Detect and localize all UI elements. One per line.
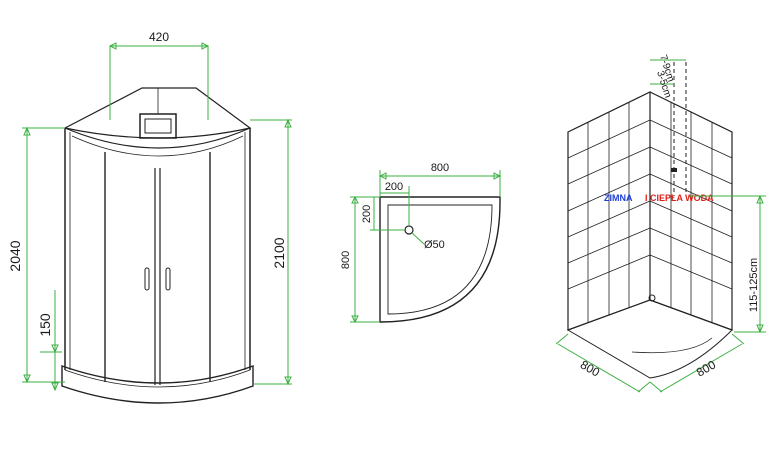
floor-tray-curve xyxy=(631,337,713,354)
floor-tray xyxy=(566,299,733,379)
dim-drain-y-label: 200 xyxy=(361,205,373,223)
door-handle-left xyxy=(144,267,150,291)
tray-inner-outline xyxy=(387,204,493,315)
shower-tray-rim xyxy=(64,369,251,388)
dim-left-ext-a xyxy=(555,333,569,345)
door-handle-right xyxy=(165,267,171,291)
dim-right-ext-a xyxy=(731,333,745,345)
dim-tray-width-arrows xyxy=(378,172,502,180)
dim-right-width-label: 800 xyxy=(694,357,719,379)
dim-pipe-height-arrows xyxy=(756,194,764,334)
shower-tray-front xyxy=(61,364,254,404)
cabin-side-walls xyxy=(64,128,251,370)
cabin-top-arc-inner xyxy=(71,135,244,157)
installation-view: 7-9cm 3-5cm ZIMNA I CIEPŁA WODA 115-125c… xyxy=(555,54,766,393)
dim-drain-x-label: 200 xyxy=(385,181,403,193)
dim-left-width-label: 800 xyxy=(578,357,603,379)
dim-tray-width-label: 800 xyxy=(431,162,449,174)
dim-right-width-line xyxy=(659,343,743,393)
tray-top-view: 800 800 200 200 Ø50 xyxy=(340,162,502,324)
cabin-roof xyxy=(63,87,252,139)
dim-tray-depth-arrows xyxy=(351,195,359,324)
dim-total-height-label: 2040 xyxy=(7,240,23,271)
water-label-cold: ZIMNA xyxy=(604,193,633,203)
roof-shower-head-inner xyxy=(144,118,172,134)
dim-right-ext-b xyxy=(649,381,663,393)
wall-tile-grid xyxy=(567,102,733,323)
water-label-hot: I CIEPŁA WODA xyxy=(645,193,714,203)
dim-tray-height-label: 150 xyxy=(37,313,53,337)
cabin-side-walls-inner xyxy=(69,132,246,370)
dim-tray-depth-label: 800 xyxy=(340,251,352,269)
dim-total-height-arrows xyxy=(23,126,31,384)
tray-outline xyxy=(379,196,501,323)
floor-drain xyxy=(648,294,656,302)
dim-side-height-arrows xyxy=(284,118,292,386)
dim-tray-height-arrows xyxy=(51,344,59,392)
water-pipe-outlet xyxy=(671,168,677,172)
tray-drain xyxy=(404,225,414,235)
dim-pipe-height-label: 115-125cm xyxy=(748,258,760,312)
front-view: 420 2040 150 2100 xyxy=(7,30,292,404)
dim-drain-leader xyxy=(411,232,425,245)
cabin-top-arc xyxy=(64,127,251,149)
dim-width-label: 420 xyxy=(149,30,169,44)
dim-width-arrows xyxy=(108,42,210,50)
dim-left-ext-b xyxy=(637,381,651,393)
dim-drain-label: Ø50 xyxy=(424,239,445,251)
dim-left-width-line xyxy=(557,343,641,393)
dim-side-height-label: 2100 xyxy=(271,237,287,268)
